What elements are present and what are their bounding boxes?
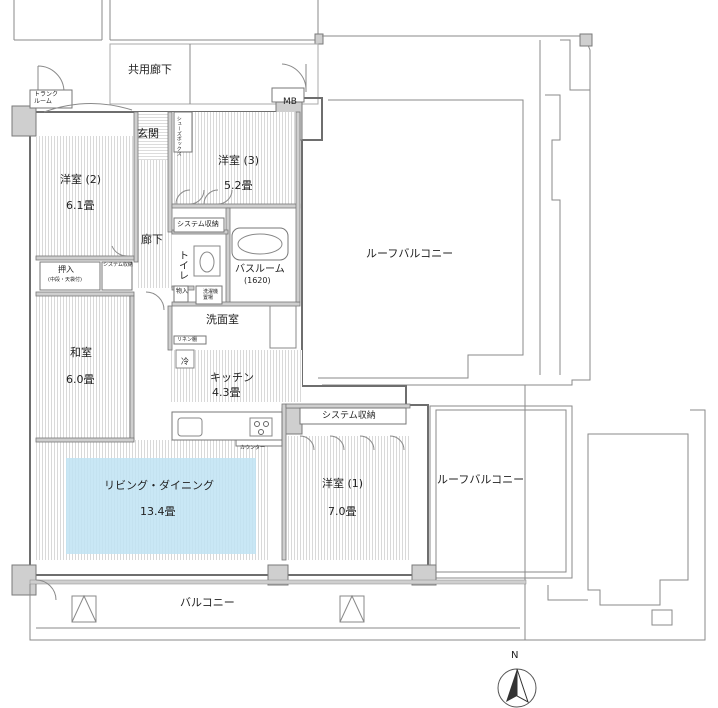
storage-label: 物入 (176, 288, 189, 295)
western3-name: 洋室 (3) (218, 154, 260, 167)
mb-label: MB (283, 97, 297, 107)
counter-label: カウンター (240, 445, 266, 451)
hallway-label: 廊下 (141, 233, 163, 246)
trunk-room-label: トランク ルーム (34, 91, 59, 105)
roof-balcony-lower (429, 385, 706, 641)
western1-size: 7.0畳 (328, 505, 357, 518)
toilet-label: トイレ (176, 250, 188, 280)
interior-walls (35, 111, 411, 561)
system-storage-right-label: システム収納 (322, 411, 376, 421)
system-storage-left-label: システム収納 (103, 262, 133, 268)
balcony (29, 579, 527, 641)
japanese-size: 6.0畳 (66, 373, 95, 386)
bathroom-size: (1620) (244, 276, 271, 285)
entrance-label: 玄関 (137, 127, 159, 140)
closet-label: 押入 (58, 265, 74, 274)
roof-balcony-upper-label: ルーフバルコニー (366, 247, 454, 260)
washer-label: 洗濯機 置場 (203, 289, 219, 301)
japanese-name: 和室 (70, 346, 92, 359)
north-label: N (511, 650, 519, 661)
western1-name: 洋室 (1) (322, 477, 364, 490)
system-storage-top-label: システム収納 (177, 220, 219, 228)
shoe-box-label: シューズボックス (175, 116, 182, 156)
trunk-room (29, 89, 73, 109)
western2-size: 6.1畳 (66, 199, 95, 212)
roof-balcony-lower-label: ルーフバルコニー (437, 473, 525, 486)
roof-balcony-upper (318, 33, 593, 386)
kitchen-size: 4.3畳 (212, 386, 241, 399)
fridge-label: 冷 (181, 357, 189, 366)
linen-label: リネン棚 (177, 337, 198, 343)
living-name: リビング・ダイニング (104, 479, 214, 492)
north-compass (497, 668, 537, 708)
western3-size: 5.2畳 (224, 179, 253, 192)
kitchen-name: キッチン (210, 371, 254, 384)
western2-name: 洋室 (2) (60, 173, 102, 186)
washroom-label: 洗面室 (206, 313, 239, 326)
balcony-label: バルコニー (180, 596, 235, 609)
closet-sub-label: (中段・天袋付) (48, 277, 82, 283)
living-size: 13.4畳 (140, 505, 176, 518)
neighbor-walls (13, 0, 324, 45)
shared-corridor-label: 共用廊下 (128, 63, 172, 76)
living-dining-highlight (66, 458, 256, 554)
fixtures (39, 87, 407, 451)
bathroom-name: バスルーム (235, 264, 285, 275)
